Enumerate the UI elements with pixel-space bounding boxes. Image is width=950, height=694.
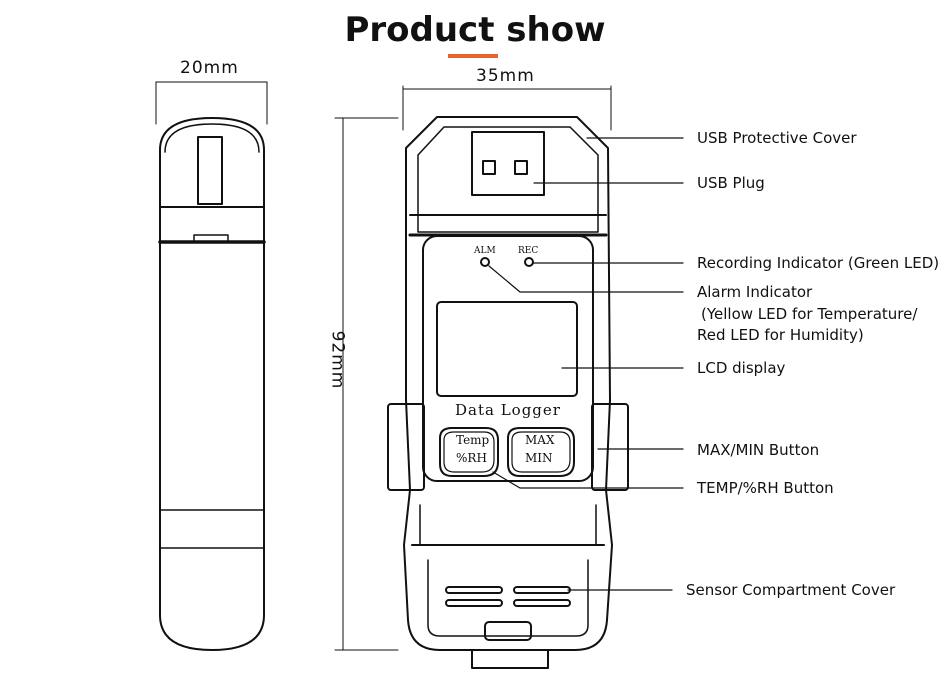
front-width-label: 35mm xyxy=(476,66,535,86)
front-view xyxy=(387,116,629,669)
device-name: Data Logger xyxy=(455,401,561,419)
height-label: 92mm xyxy=(327,330,348,390)
rec-label: REC xyxy=(518,246,539,256)
temp-button-label-1: Temp xyxy=(456,433,490,447)
callout-maxmin-button: MAX/MIN Button xyxy=(697,441,820,459)
callout-alarm-detail-1: (Yellow LED for Temperature/ xyxy=(701,305,918,323)
callout-alarm-indicator: Alarm Indicator xyxy=(697,283,813,301)
callout-lcd-display: LCD display xyxy=(697,359,786,377)
title-underline xyxy=(448,54,498,58)
callout-alarm-detail-2: Red LED for Humidity) xyxy=(697,326,864,344)
page-title: Product show xyxy=(344,10,606,50)
callout-sensor-cover: Sensor Compartment Cover xyxy=(686,581,896,599)
callout-usb-plug: USB Plug xyxy=(697,174,765,192)
side-view xyxy=(158,117,266,651)
side-width-label: 20mm xyxy=(180,58,239,78)
callout-usb-cover: USB Protective Cover xyxy=(697,129,857,147)
callout-temp-button: TEMP/%RH Button xyxy=(697,479,834,497)
temp-button-label-2: %RH xyxy=(456,451,487,465)
maxmin-button-label-1: MAX xyxy=(525,433,555,447)
callout-recording-indicator: Recording Indicator (Green LED) xyxy=(697,254,940,272)
maxmin-button-label-2: MIN xyxy=(525,451,553,465)
alm-label: ALM xyxy=(474,246,496,256)
